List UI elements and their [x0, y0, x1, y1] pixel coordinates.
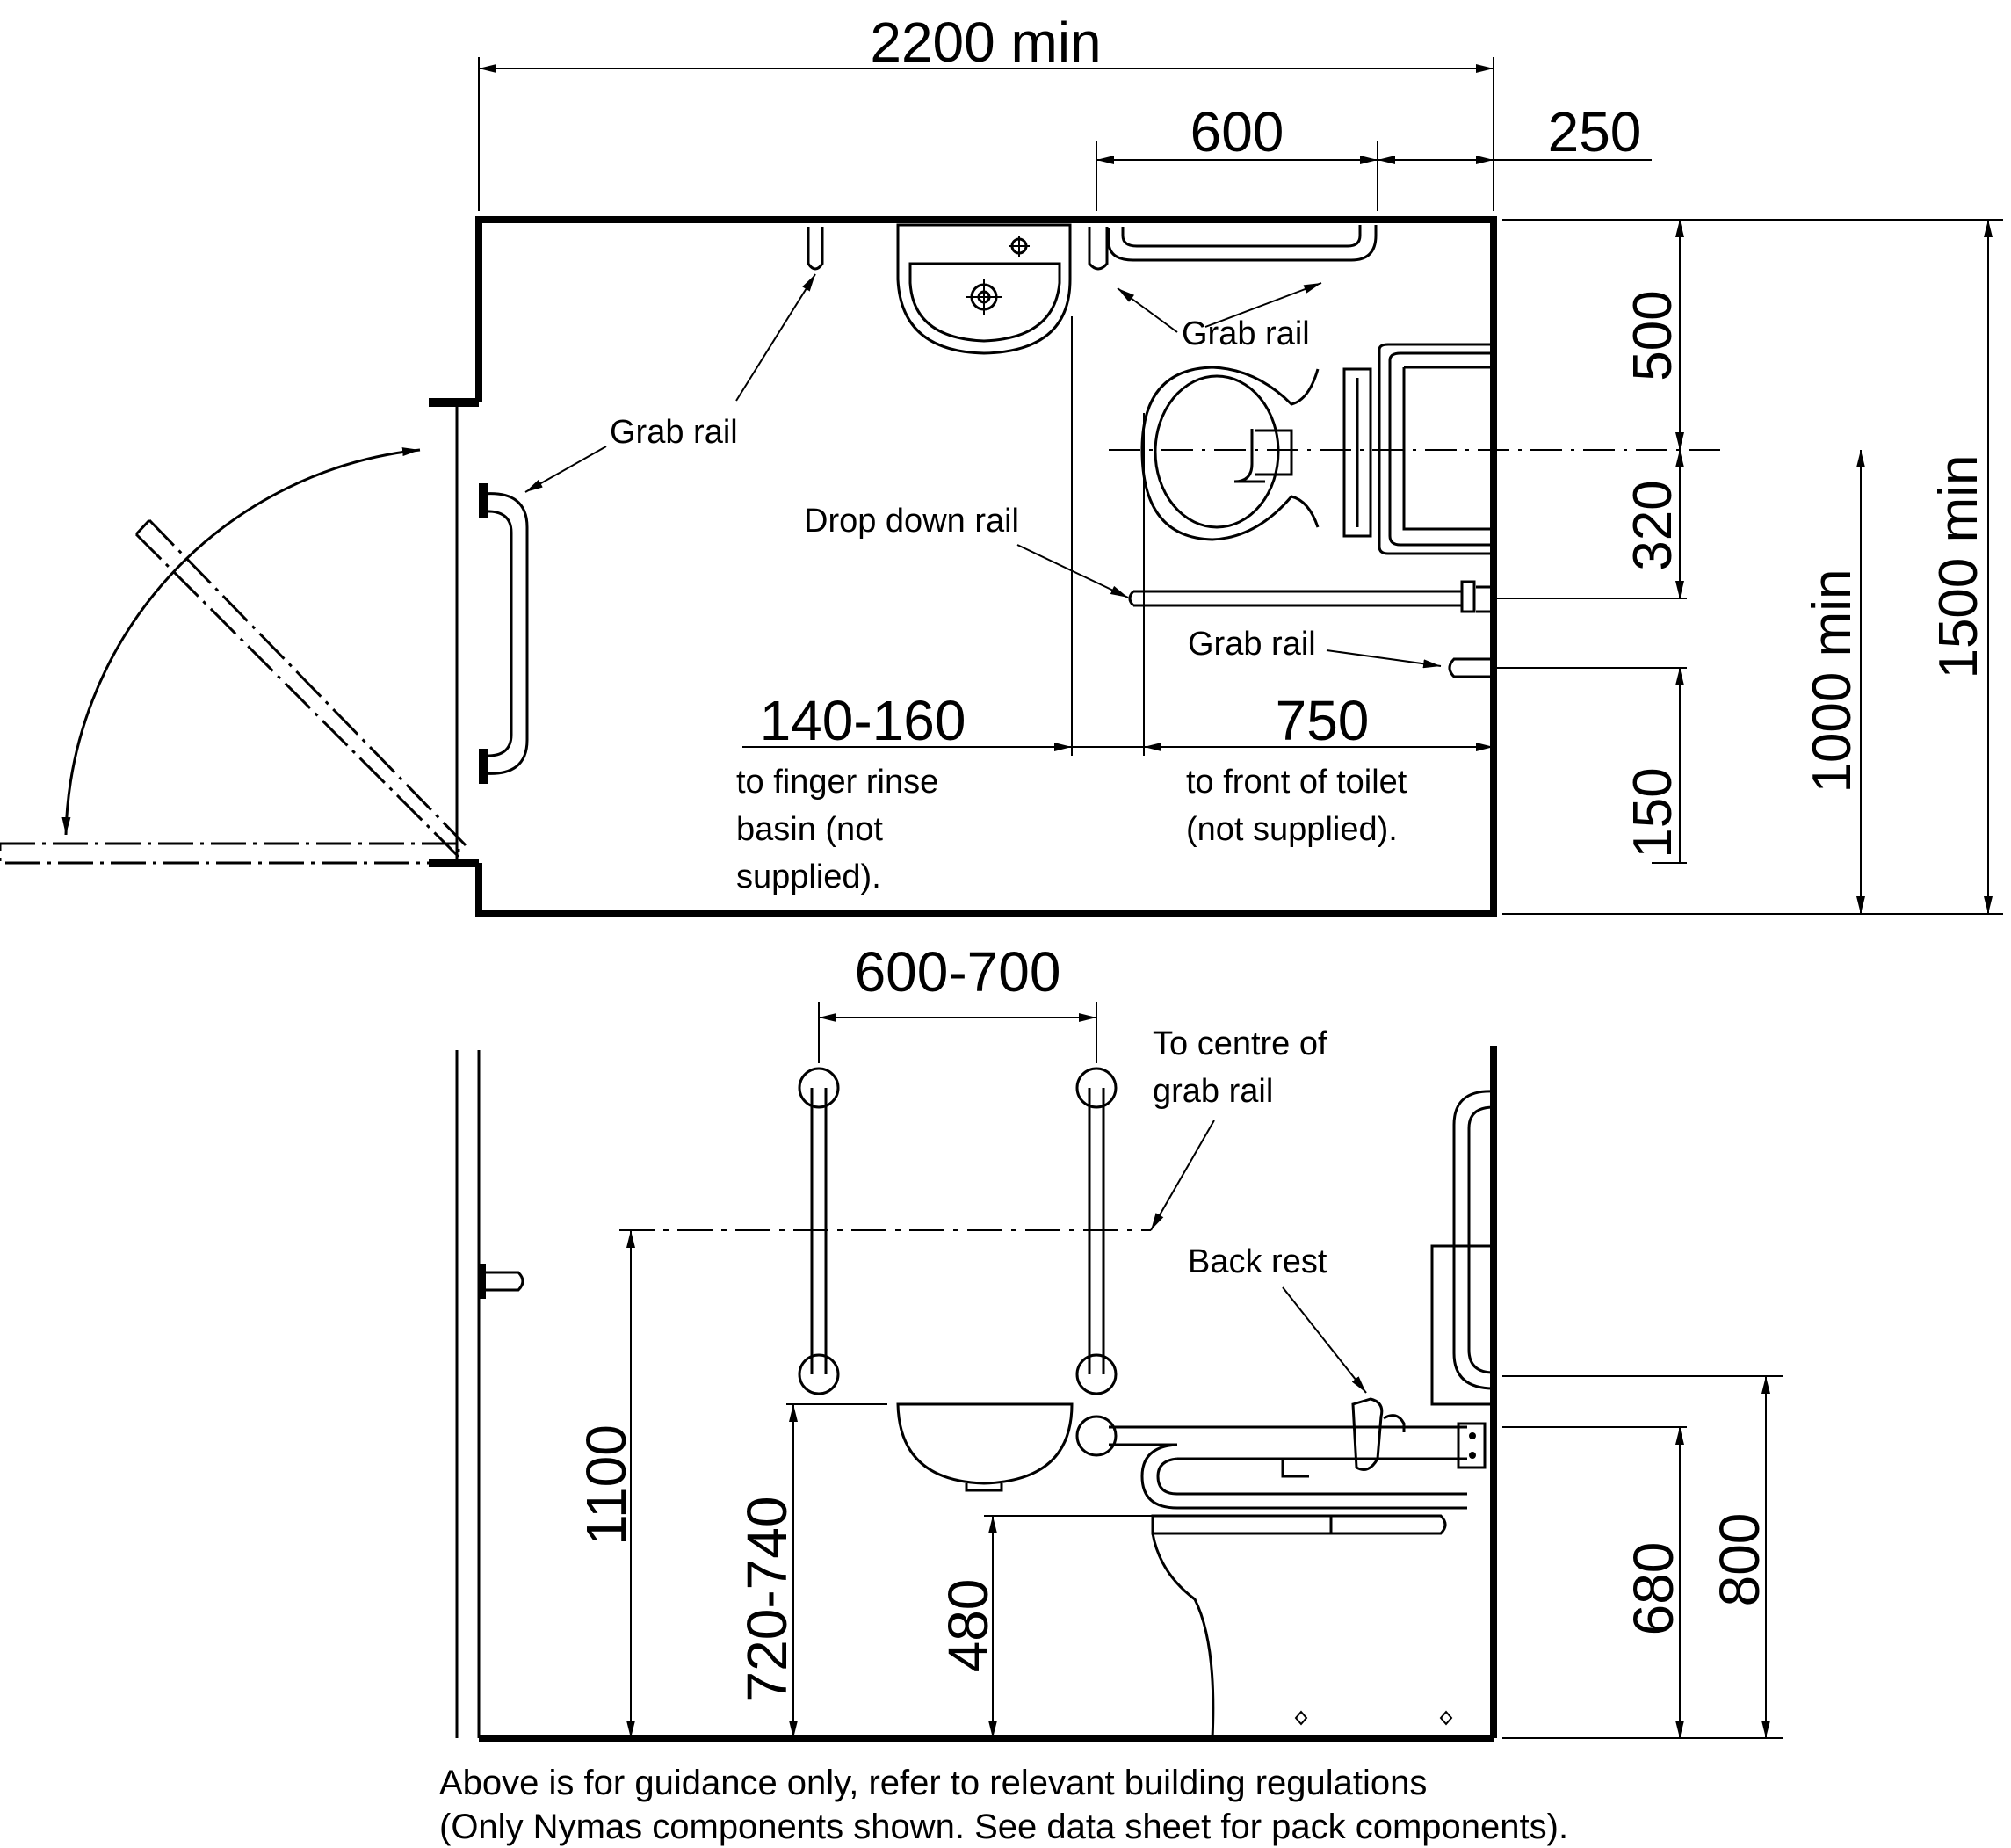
leader-grab-rail-lower — [1326, 649, 1442, 669]
leader-grab-rail-right — [1117, 287, 1178, 333]
drop-down-rail — [1128, 580, 1490, 613]
label-grab-rail-lower: Grab rail — [1188, 626, 1316, 663]
dim-500-label: 500 — [1623, 290, 1683, 380]
elevation-view: 600-700 1100 720-740 480 680 800 To cent… — [455, 940, 1783, 1742]
door-handle-stub — [483, 1271, 524, 1292]
leader-drop-down-rail — [1016, 544, 1129, 598]
dim-250-label: 250 — [1548, 100, 1642, 163]
toilet-plan — [1140, 343, 1494, 555]
label-grab-rail-left: Grab rail — [610, 414, 738, 451]
toilet-elevation — [1151, 1514, 1453, 1739]
basin-waste — [965, 1483, 1003, 1492]
dim-150-label: 150 — [1623, 767, 1683, 858]
dim-720-740-label: 720-740 — [735, 1497, 799, 1703]
dim-2200-label: 2200 min — [870, 11, 1101, 74]
back-rest — [1351, 1397, 1406, 1471]
plan-view: 2200 min 600 250 500 320 150 1000 min 15… — [0, 11, 2003, 917]
dim-320-label: 320 — [1623, 480, 1683, 570]
dim-680-label: 680 — [1622, 1542, 1685, 1636]
dim-750-label: 750 — [1276, 689, 1370, 752]
footer-line1: Above is for guidance only, refer to rel… — [439, 1764, 1427, 1802]
dim-600-700-label: 600-700 — [855, 940, 1061, 1004]
drop-down-rail-elevation — [1075, 1415, 1487, 1510]
dim-140-160-label: 140-160 — [760, 689, 966, 752]
dim-1500-label: 1500 min — [1928, 454, 1989, 678]
basin-note-line3: supplied). — [736, 859, 881, 895]
leader-grab-rail-left — [524, 446, 607, 493]
dim-600-label: 600 — [1190, 100, 1284, 163]
lower-grab-rail-stub — [1448, 657, 1494, 678]
leader-grab-rail-right-2 — [1204, 282, 1322, 328]
cistern — [1430, 1244, 1495, 1406]
toilet-note-line1: to front of toilet — [1186, 764, 1407, 801]
door-swing — [0, 447, 467, 865]
top-grab-rail — [1088, 225, 1378, 271]
label-centre-line1: To centre of — [1153, 1025, 1327, 1062]
dim-480-label: 480 — [937, 1579, 1000, 1673]
leader-back-rest — [1282, 1286, 1367, 1394]
footer-line2: (Only Nymas components shown. See data s… — [439, 1808, 1568, 1846]
leader-grab-rail-top — [735, 273, 816, 402]
left-door-edge — [455, 1050, 481, 1738]
room-walls — [475, 216, 1497, 917]
label-drop-down-rail: Drop down rail — [804, 503, 1019, 540]
basin-elevation — [896, 1402, 1074, 1485]
label-back-rest: Back rest — [1188, 1243, 1327, 1280]
basin-note-line1: to finger rinse — [736, 764, 938, 801]
dim-1000-label: 1000 min — [1802, 569, 1863, 793]
label-grab-rail-right: Grab rail — [1182, 315, 1310, 352]
label-centre-line2: grab rail — [1153, 1073, 1273, 1110]
basin-plan — [896, 223, 1072, 355]
door-stops — [429, 398, 479, 867]
dim-1100-label: 1100 — [575, 1424, 638, 1546]
wall-grab-rail — [1452, 1090, 1494, 1390]
dim-800-label: 800 — [1708, 1513, 1771, 1607]
door-grab-rail — [479, 483, 529, 784]
toilet-note-line2: (not supplied). — [1186, 811, 1398, 848]
basin-note-line2: basin (not — [736, 811, 883, 848]
leader-centre-grab-rail — [1150, 1120, 1215, 1231]
stub-grab-rail — [807, 227, 824, 271]
